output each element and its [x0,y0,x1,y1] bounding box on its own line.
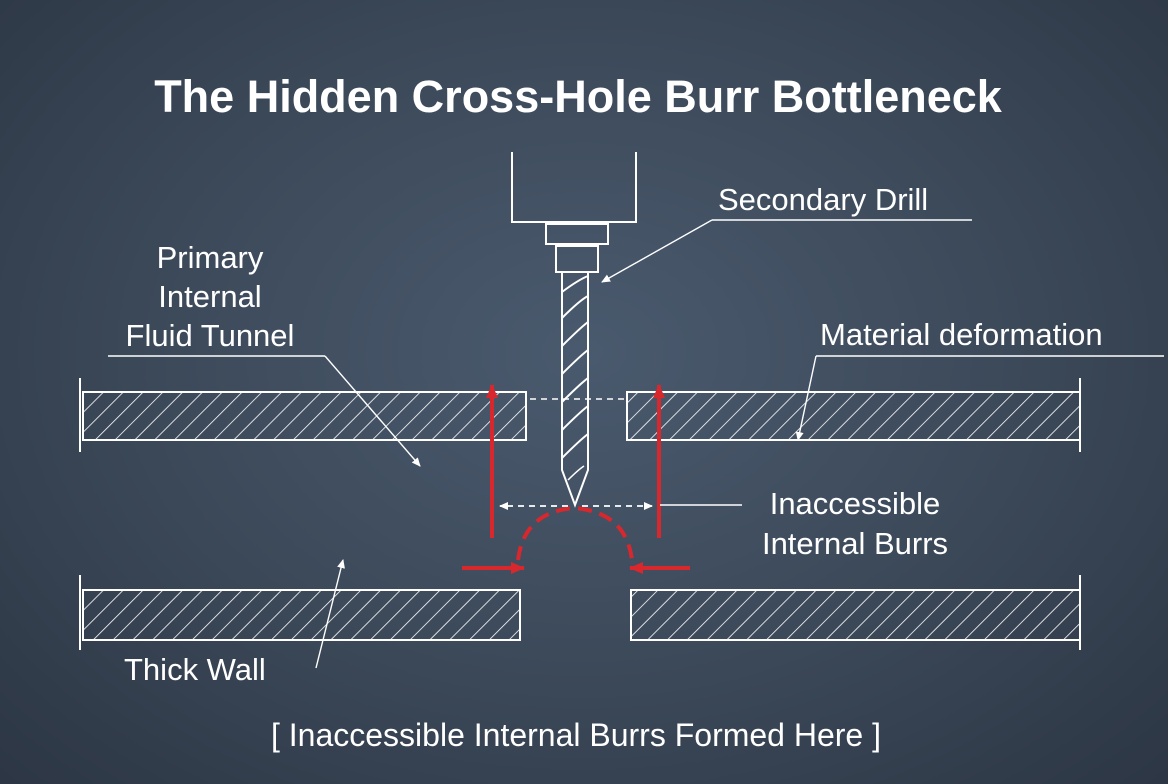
label-secondary-drill: Secondary Drill [601,182,972,283]
svg-text:Material deformation: Material deformation [820,317,1103,352]
diagram-title: The Hidden Cross-Hole Burr Bottleneck [154,71,1003,122]
secondary-drill-bit [561,272,589,508]
svg-text:Thick Wall: Thick Wall [124,652,266,687]
svg-text:Primary: Primary [157,240,264,275]
svg-text:Fluid Tunnel: Fluid Tunnel [126,318,295,353]
svg-text:Inaccessible: Inaccessible [770,486,941,521]
lower-wall [79,575,1081,650]
drill-spindle [511,152,637,273]
label-primary-tunnel: Primary Internal Fluid Tunnel [108,240,421,467]
diagram-caption: [ Inaccessible Internal Burrs Formed Her… [271,717,881,753]
label-material-deformation: Material deformation [795,317,1164,441]
burr-formation-indicators [462,384,690,574]
svg-text:Internal Burrs: Internal Burrs [762,526,948,561]
upper-wall [79,378,1081,452]
svg-text:Secondary Drill: Secondary Drill [718,182,928,217]
label-inaccessible-burrs: Inaccessible Internal Burrs [660,486,948,561]
svg-text:Internal: Internal [158,279,261,314]
label-thick-wall: Thick Wall [124,559,345,687]
